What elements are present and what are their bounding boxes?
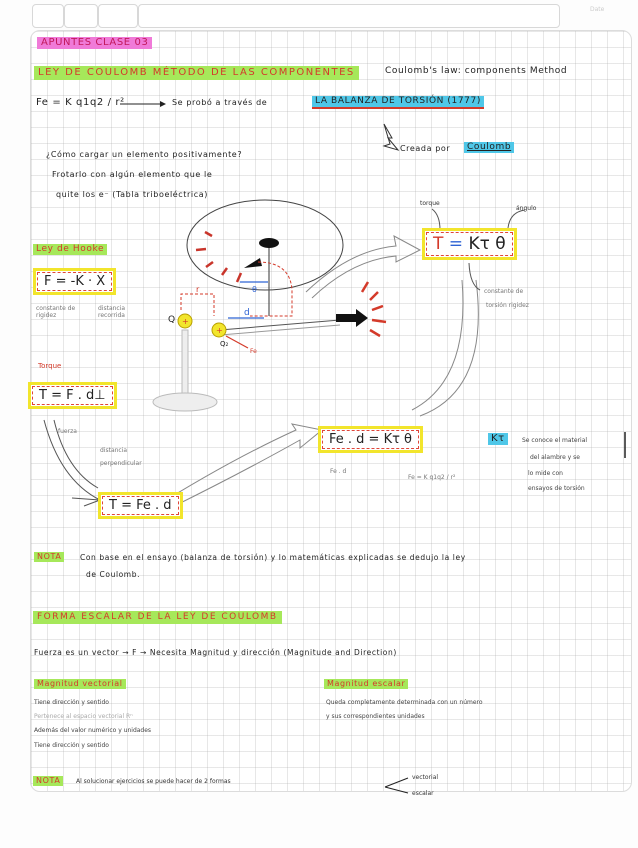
vector-heading: Magnitud vectorial (34, 679, 126, 689)
page-title: APUNTES CLASE 03 (37, 37, 153, 49)
torque-note-dist-1: distancia (100, 447, 128, 454)
grid-sheet (30, 30, 632, 792)
equality-formula: Fe . d = Kτ θ (329, 432, 413, 447)
vector-item-4: Tiene dirección y sentido (34, 742, 109, 749)
date-label: Date (590, 6, 605, 13)
formula-arrow-text: Se probó a través de (172, 98, 268, 107)
note1-label: NOTA (34, 552, 65, 562)
torque-formula-2-box: T = Fe . d (98, 492, 183, 519)
torque-formula-box: T = F . d⊥ (28, 382, 117, 409)
angle-label: ángulo (516, 205, 537, 212)
creator-name: Coulomb (464, 142, 515, 153)
creator-label: Creada por (400, 144, 451, 153)
torsion-tau: T (433, 234, 444, 254)
scalar-heading: Magnitud escalar (324, 679, 409, 689)
answer-line-1: Frotarlo con algún elemento que le (52, 170, 213, 179)
torque-note-force: fuerza (58, 428, 77, 435)
vector-item-2: Pertenece al espacio vectorial Rⁿ (34, 713, 133, 720)
scalar-item-2: y sus correspondientes unidades (326, 713, 425, 720)
diagram-r: r (196, 285, 200, 294)
k-note-3: lo mide con (528, 470, 563, 477)
diagram-q1: Q (168, 315, 176, 325)
torque-note-dist-2: perpendicular (100, 460, 142, 467)
k-note-1: Se conoce el material (522, 437, 588, 444)
header-box-1 (32, 4, 64, 28)
scalar-item-1: Queda completamente determinada con un n… (326, 699, 483, 706)
section1-heading-en: Coulomb's law: components Method (385, 66, 568, 76)
note1-line-1: Con base en el ensayo (balanza de torsió… (80, 553, 466, 562)
torsion-rest: Kτ θ (468, 234, 506, 254)
note2-text: Al solucionar ejercicios se puede hacer … (76, 778, 231, 785)
torque-formula: T = F . d⊥ (39, 388, 106, 403)
k-note-2: del alambre y se (530, 454, 580, 461)
torque-formula-2: T = Fe . d (109, 498, 172, 513)
diagram-d: d (244, 308, 250, 318)
equality-sub-right: Fe = K q1q2 / r² (408, 474, 456, 481)
question-text: ¿Cómo cargar un elemento positivamente? (46, 150, 243, 159)
equality-sub-left: Fe . d (330, 468, 347, 475)
torque-label: Torque (38, 362, 62, 370)
hooke-note-right: distancia recorrida (98, 305, 126, 320)
header-box-2 (64, 4, 98, 28)
k-symbol: Kτ (488, 433, 508, 445)
hooke-note-left: constante de rigidez (36, 305, 76, 320)
svg-text:+: + (216, 326, 223, 335)
hooke-rest: = -K · X (55, 274, 106, 289)
torsion-formula-box: T = Kτ θ (422, 228, 517, 260)
torsion-balance-highlight: LA BALANZA DE TORSIÓN (1777) (312, 96, 484, 109)
section1-heading: LEY DE COULOMB MÉTODO DE LAS COMPONENTES (34, 66, 359, 80)
diagram-theta: θ (252, 285, 257, 294)
note2-option-escalar: escalar (412, 790, 434, 797)
k-note-4: ensayos de torsión (528, 485, 585, 492)
diagram-q2: Q₂ (220, 340, 229, 348)
hooke-F: F (44, 274, 52, 289)
note2-option-vectorial: vectorial (412, 774, 439, 781)
vector-item-3: Además del valor numérico y unidades (34, 727, 152, 734)
header-box-3 (98, 4, 138, 28)
hooke-heading: Ley de Hooke (33, 244, 108, 255)
note1-line-2: de Coulomb. (86, 570, 141, 579)
torque-label-top: torque (420, 200, 440, 207)
torsion-eq: = (448, 234, 464, 254)
diagram-fe: Fe (250, 348, 257, 355)
svg-text:+: + (182, 317, 189, 326)
coulomb-formula: Fe = K q1q2 / r² (36, 97, 125, 108)
note2-label: NOTA (33, 776, 64, 786)
torsion-note-1: constante de (484, 288, 524, 295)
equality-formula-box: Fe . d = Kτ θ (318, 426, 424, 453)
vector-item-1: Tiene dirección y sentido (34, 699, 109, 706)
hooke-formula-box: F = -K · X (33, 268, 117, 295)
section2-heading: FORMA ESCALAR DE LA LEY DE COULOMB (33, 611, 282, 624)
torsion-note-2: torsión rigidez (486, 302, 529, 309)
vector-line: Fuerza es un vector → F → Necesita Magni… (34, 648, 397, 657)
answer-line-2: quite los e⁻ (Tabla triboeléctrica) (56, 190, 208, 199)
header-box-wide (138, 4, 560, 28)
